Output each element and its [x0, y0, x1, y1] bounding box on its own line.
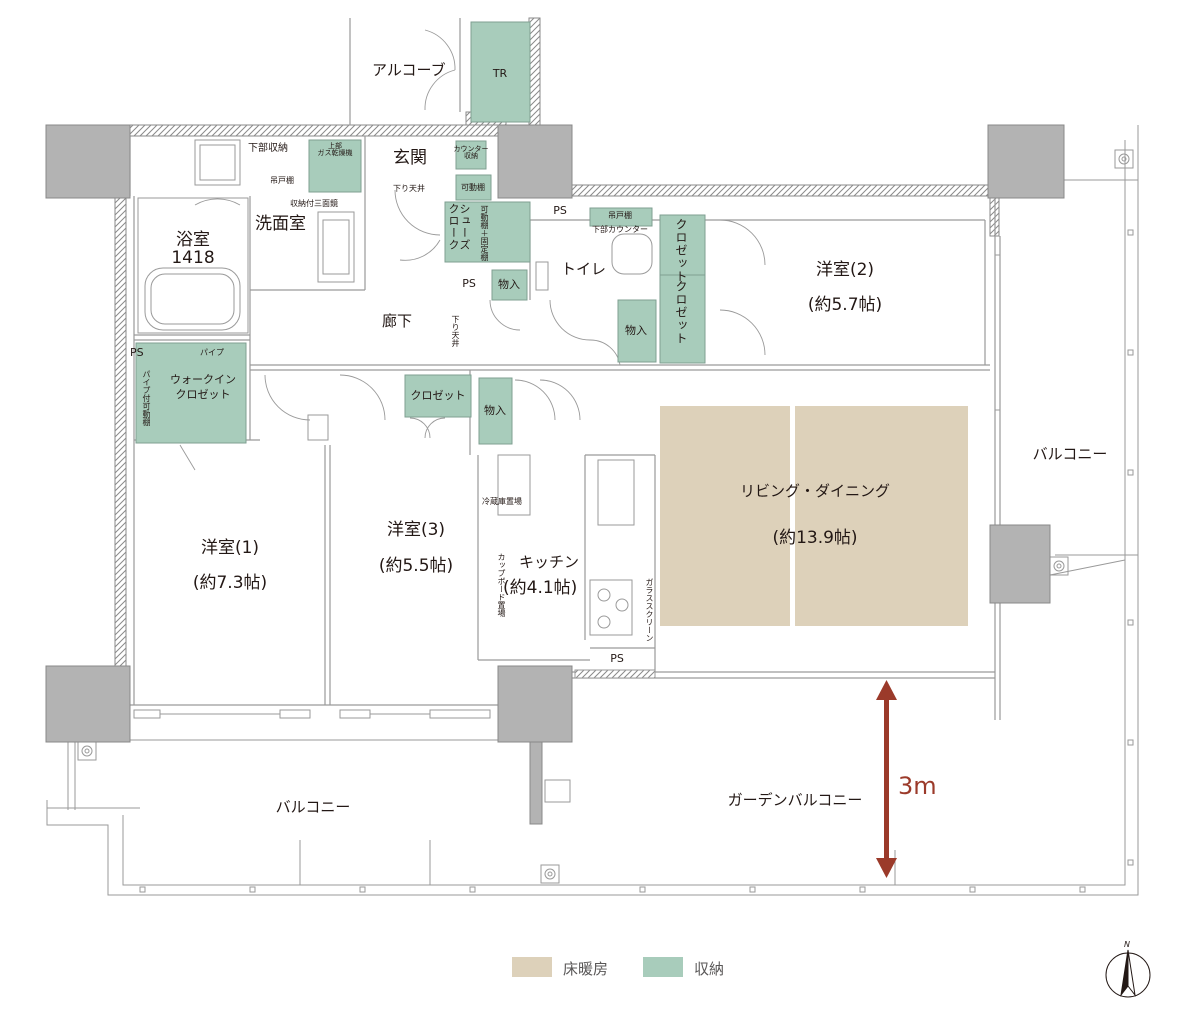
toilet-label: トイレ — [561, 260, 607, 278]
counter-storage-label: カウンター 収納 — [453, 145, 489, 160]
storage-hall-label: 物入 — [498, 278, 520, 291]
pillar-bottom-left — [45, 665, 131, 743]
windows — [133, 254, 1000, 719]
garden-balcony-label: ガーデンバルコニー — [727, 791, 863, 809]
pillar-top-left — [45, 124, 131, 199]
entrance-label: 玄関 — [393, 148, 427, 168]
pillar-bottom-center — [497, 665, 573, 743]
closet-a-label: クロゼット — [674, 218, 688, 283]
western2-label: 洋室(2) — [815, 260, 875, 280]
ps-left-label: PS — [130, 346, 144, 359]
corridor-label: 廊下 — [381, 312, 413, 330]
bathtub — [144, 267, 241, 331]
glass-screen-label: ガラススクリーン — [645, 578, 654, 642]
toilet-bowl — [611, 233, 653, 275]
western2-size-label: (約5.7帖) — [807, 295, 883, 315]
compass-label: N — [1124, 940, 1130, 949]
balcony-outline — [46, 125, 1139, 896]
cupboard-label: カップボード置場 — [497, 553, 506, 617]
dimension-arrow — [876, 680, 897, 878]
ps-top-label: PS — [553, 204, 567, 217]
floor-heating-right — [795, 406, 968, 626]
hanging-shelf-wash-label: 吊戸棚 — [270, 176, 294, 185]
pillar-right — [989, 524, 1051, 604]
legend-swatch-floor-heating — [512, 957, 552, 977]
legend-label-floor-heating: 床暖房 — [563, 960, 609, 978]
drains — [77, 149, 1134, 884]
cooktop — [589, 579, 633, 636]
door-swings — [179, 29, 766, 471]
lower-counter-label: 下部カウンター — [592, 225, 648, 234]
tr-label: TR — [492, 67, 508, 80]
walkin-closet — [135, 342, 247, 444]
bath-size-label: 1418 — [171, 248, 215, 268]
movable-shelf — [455, 174, 492, 201]
shoes-cloak — [444, 201, 531, 263]
shoes-shelf-label: 可動棚＋固定棚 — [480, 205, 489, 261]
closet-b — [659, 274, 706, 364]
western3-label: 洋室(3) — [386, 520, 446, 540]
movable-shelf-label: 可動棚 — [461, 183, 485, 192]
living-size-label: (約13.9帖) — [772, 528, 858, 548]
pillar-top-center — [497, 124, 573, 199]
washer — [194, 139, 241, 186]
western1-size-label: (約7.3帖) — [192, 573, 268, 593]
storage-areas — [135, 21, 706, 445]
entrance-ceiling-label: 下り天井 — [393, 184, 425, 193]
corridor-ceiling-label: 下り天井 — [451, 315, 460, 347]
storage-toilet-label: 物入 — [625, 324, 647, 337]
pillar-stem — [529, 741, 543, 825]
kitchen-size-label: (約4.1帖) — [503, 578, 578, 598]
balcony-bottom-label: バルコニー — [275, 798, 351, 816]
gas-dryer-storage — [308, 139, 362, 193]
western3-size-label: (約5.5帖) — [378, 556, 454, 576]
ps-hall-label: PS — [462, 277, 476, 290]
closet-3 — [404, 374, 472, 418]
fixtures — [137, 139, 653, 803]
pipe-label: パイプ — [200, 348, 224, 357]
pillar-top-right — [987, 124, 1065, 199]
dimension-label: 3m — [898, 772, 937, 800]
shoes-cloak-label: シューズ クローク — [447, 203, 471, 251]
tr-storage — [470, 21, 531, 123]
storage-toilet — [617, 299, 657, 363]
floor-heating — [660, 406, 968, 626]
fridge-label: 冷蔵庫置場 — [482, 497, 522, 506]
gas-dryer-label: 上部 ガス乾燥機 — [317, 142, 353, 157]
counter-storage — [455, 140, 487, 170]
kitchen-label: キッチン — [519, 553, 580, 571]
storage-kitchen — [478, 377, 513, 445]
legend-label-storage: 収納 — [694, 960, 725, 978]
upper-storage-label: 下部収納 — [248, 143, 288, 154]
railing-marks — [139, 229, 1134, 893]
closet-a — [659, 214, 706, 276]
washroom-label: 洗面室 — [255, 214, 306, 234]
walkin-label: ウォークイン クロゼット — [170, 373, 236, 402]
compass-icon — [1105, 949, 1151, 998]
sink — [317, 211, 355, 283]
floor-heating-left — [660, 406, 790, 626]
closet-b-label: クロゼット — [674, 280, 688, 345]
outdoor-unit — [544, 779, 571, 803]
legend-swatch-storage — [643, 957, 683, 977]
balcony-right-label: バルコニー — [1032, 445, 1108, 463]
pipe-shelf-label: パイプ付可動棚 — [142, 370, 151, 426]
alcove-label: アルコーブ — [372, 61, 446, 79]
fridge-space — [497, 454, 531, 516]
bathtub-area — [137, 197, 249, 334]
western1-label: 洋室(1) — [200, 538, 260, 558]
bath-label: 浴室 — [176, 230, 210, 250]
hanging-shelf-toilet — [589, 207, 653, 227]
mirror-storage-label: 収納付三面鏡 — [290, 199, 338, 208]
storage-hall — [491, 269, 528, 301]
pillars — [45, 124, 1065, 825]
toilet-sink — [535, 261, 549, 291]
closet-3-label: クロゼット — [410, 389, 466, 402]
storage-kitchen-label: 物入 — [484, 404, 506, 417]
ps-kitchen-label: PS — [610, 652, 624, 665]
living-label: リビング・ダイニング — [739, 482, 891, 500]
kitchen-sink — [597, 459, 635, 526]
hanging-shelf-toilet-label: 吊戸棚 — [608, 211, 632, 220]
